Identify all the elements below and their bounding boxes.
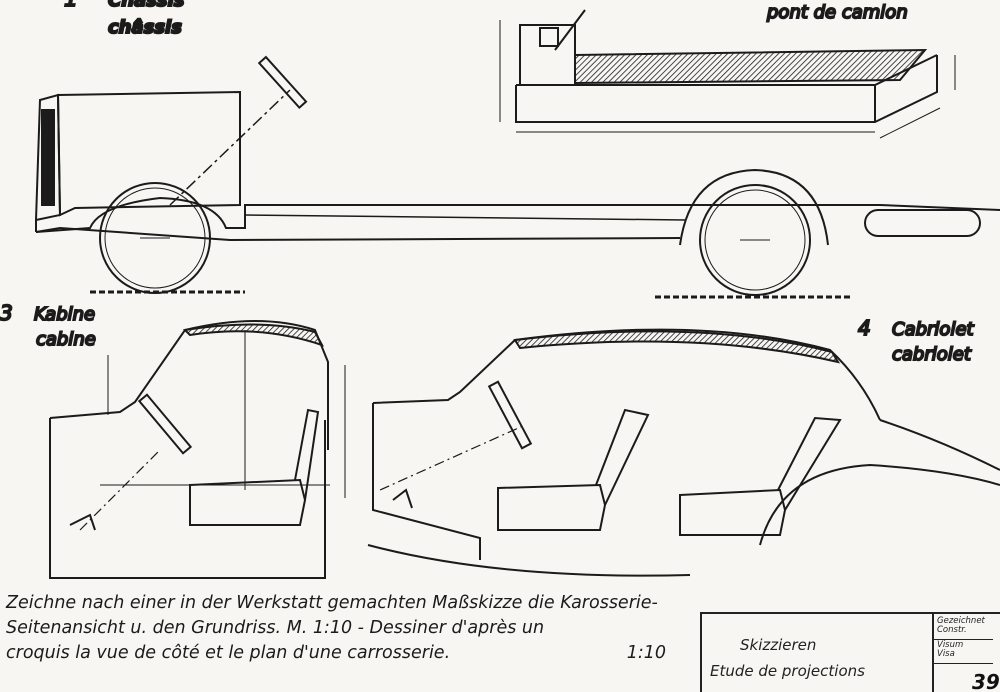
cab-body-outline xyxy=(56,90,241,217)
title-block-title: Skizzieren xyxy=(740,636,817,654)
rear-seat-back xyxy=(777,416,842,511)
title-block-subtitle: Etude de projections xyxy=(710,662,865,680)
cabriolet-floor-line xyxy=(367,544,691,577)
cabin-seat xyxy=(189,478,307,526)
truck-bed-label: pont de camion xyxy=(766,2,908,23)
instruction-line-1: Zeichne nach einer in der Werkstatt gema… xyxy=(6,593,658,613)
title-block: Skizzieren Etude de projections Gezeichn… xyxy=(700,612,1000,692)
rear-window-frame xyxy=(539,27,559,47)
cabin-label-fr: cabine xyxy=(36,329,96,350)
bed-floor xyxy=(574,48,928,85)
cabin-seat-back xyxy=(294,408,320,501)
steering-column xyxy=(169,89,291,206)
title-block-main: Skizzieren Etude de projections xyxy=(702,614,932,692)
cabriolet-roof xyxy=(372,328,881,421)
drawn-by-field: Gezeichnet Constr. xyxy=(934,617,993,640)
fuel-tank xyxy=(864,209,981,237)
frame-rail xyxy=(35,196,1000,233)
cabriolet-rear-deck xyxy=(879,419,1000,471)
cabriolet-pedal xyxy=(392,488,413,509)
cabriolet-drawing: 4 Cabriolet cabriolet xyxy=(367,315,1000,577)
chassis-label-de: Chassis xyxy=(108,0,185,11)
sheet-number: 39 xyxy=(972,670,1000,692)
cabriolet-label-fr: cabriolet xyxy=(892,344,972,365)
chassis-label-fr: châssis xyxy=(108,17,182,38)
radiator-grille xyxy=(41,109,55,206)
instruction-line-2: Seitenansicht u. den Grundriss. M. 1:10 … xyxy=(6,618,545,638)
visum-field: Visum Visa xyxy=(934,641,993,664)
cabin-drawing: 3 Kabine cabine xyxy=(0,300,346,579)
cabin-pedal xyxy=(69,513,96,531)
cabin-label-de: Kabine xyxy=(34,304,95,325)
front-seat-back xyxy=(595,408,650,506)
chassis-number: 1 xyxy=(64,0,78,12)
instruction-line-3: croquis la vue de côté et le plan d'une … xyxy=(6,641,696,666)
cabin-number: 3 xyxy=(0,301,13,325)
cabriolet-rear-fender xyxy=(759,463,1000,546)
cabriolet-steering-wheel xyxy=(487,380,533,450)
cabin-body xyxy=(49,418,326,579)
scale-value: 1:10 xyxy=(626,643,666,663)
truck-bed-drawing: pont de camion xyxy=(499,1,956,139)
cabriolet-label-de: Cabriolet xyxy=(892,319,975,340)
chassis-drawing: 1 Chassis châssis xyxy=(34,0,1000,299)
front-seat xyxy=(497,483,607,531)
cabriolet-number: 4 xyxy=(858,316,871,340)
cabin-steering-wheel xyxy=(137,393,193,455)
rear-seat xyxy=(679,488,787,536)
rear-wheel xyxy=(699,184,811,296)
instruction-text: Zeichne nach einer in der Werkstatt gema… xyxy=(6,591,696,666)
title-block-fields: Gezeichnet Constr. Visum Visa 39 xyxy=(932,614,1000,692)
cabriolet-front xyxy=(372,403,481,560)
cab-front xyxy=(34,93,62,222)
rear-fender xyxy=(679,168,829,246)
steering-wheel xyxy=(257,55,308,110)
